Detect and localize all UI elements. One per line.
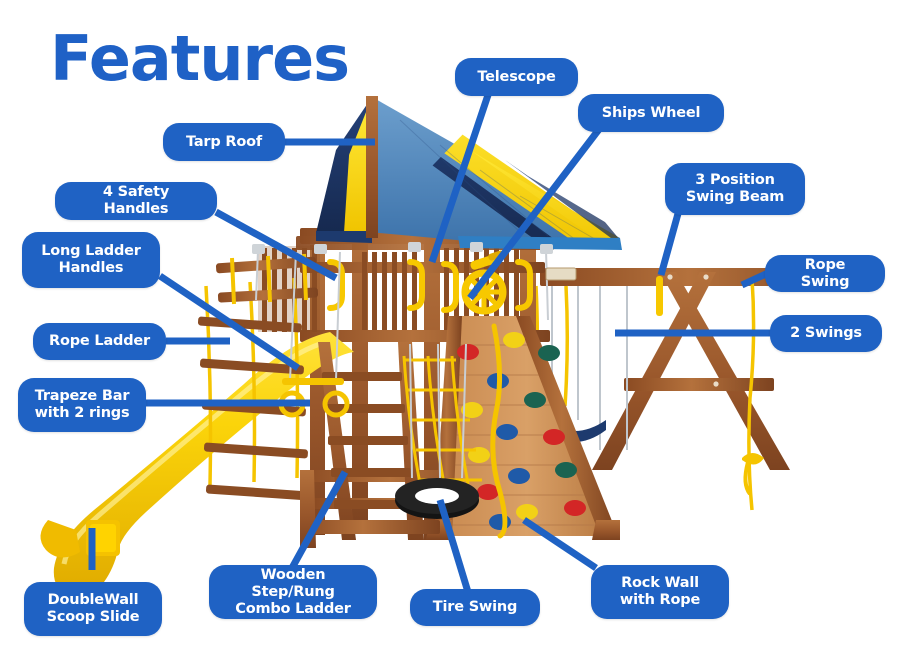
tarp-roof: [316, 96, 622, 250]
callout-label-line2: Swing Beam: [685, 189, 785, 205]
swing-beam-assembly: [540, 268, 870, 470]
callout-label-line1: Rock Wall: [621, 575, 699, 591]
leader-safety-handles: [214, 208, 338, 282]
callout-label-line1: Long Ladder: [41, 243, 141, 259]
callout-label-line2: with 2 rings: [34, 405, 130, 421]
callout-tire-swing[interactable]: Tire Swing: [410, 589, 540, 626]
callout-swing-beam[interactable]: 3 Position Swing Beam: [665, 163, 805, 215]
scoop-slide: [40, 332, 355, 595]
long-ladder-handles: [215, 253, 319, 305]
leader-long-ladder-handles: [158, 273, 300, 371]
callout-label-line1: DoubleWall: [47, 592, 139, 608]
callout-label-line2: Handles: [58, 260, 124, 276]
callout-rope-ladder[interactable]: Rope Ladder: [33, 323, 166, 360]
rock-wall: [426, 316, 620, 540]
callout-label-line2: with Rope: [619, 592, 701, 608]
callout-label: 2 Swings: [790, 325, 862, 341]
callout-label: Tire Swing: [432, 599, 518, 615]
callout-tarp-roof[interactable]: Tarp Roof: [163, 123, 285, 161]
leader-telescope: [428, 90, 493, 264]
callout-label: Ships Wheel: [601, 104, 701, 121]
callout-trapeze-bar[interactable]: Trapeze Bar with 2 rings: [18, 378, 146, 432]
leader-rope-swing: [740, 269, 770, 289]
leader-swing-beam: [657, 209, 683, 276]
callout-scoop-slide[interactable]: DoubleWall Scoop Slide: [24, 582, 162, 636]
callout-rock-wall[interactable]: Rock Wall with Rope: [591, 565, 729, 619]
callout-rope-swing[interactable]: Rope Swing: [765, 255, 885, 292]
callout-label-line1: 3 Position: [695, 172, 775, 188]
callout-label-line2: Combo Ladder: [235, 600, 351, 617]
callout-label: Rope Swing: [800, 256, 850, 290]
leader-rock-wall: [522, 517, 598, 571]
callout-long-ladder-handles[interactable]: Long Ladder Handles: [22, 232, 160, 288]
callout-safety-handles[interactable]: 4 Safety Handles: [55, 182, 217, 220]
callout-label: Tarp Roof: [186, 133, 262, 150]
tire-swing: [395, 343, 479, 519]
callout-two-swings[interactable]: 2 Swings: [770, 315, 882, 352]
callout-combo-ladder[interactable]: Wooden Step/Rung Combo Ladder: [209, 565, 377, 619]
callout-label-line1: Trapeze Bar: [34, 388, 130, 404]
leader-tire-swing: [436, 498, 472, 594]
tower-hardware: [255, 249, 549, 321]
rock-holds: [457, 332, 586, 530]
callout-label: Telescope: [477, 68, 556, 85]
callout-label-line2: Scoop Slide: [46, 609, 140, 625]
leader-combo-ladder: [288, 470, 349, 570]
tower-brackets: [252, 242, 553, 254]
page-title: Features: [50, 22, 350, 95]
callout-telescope[interactable]: Telescope: [455, 58, 578, 96]
callout-label: 4 Safety Handles: [102, 184, 170, 217]
callout-label: Rope Ladder: [49, 333, 150, 349]
leader-ships-wheel: [467, 125, 603, 301]
callout-label-line1: Wooden Step/Rung: [251, 566, 335, 600]
callout-ships-wheel[interactable]: Ships Wheel: [578, 94, 724, 132]
safety-handles: [327, 259, 533, 313]
